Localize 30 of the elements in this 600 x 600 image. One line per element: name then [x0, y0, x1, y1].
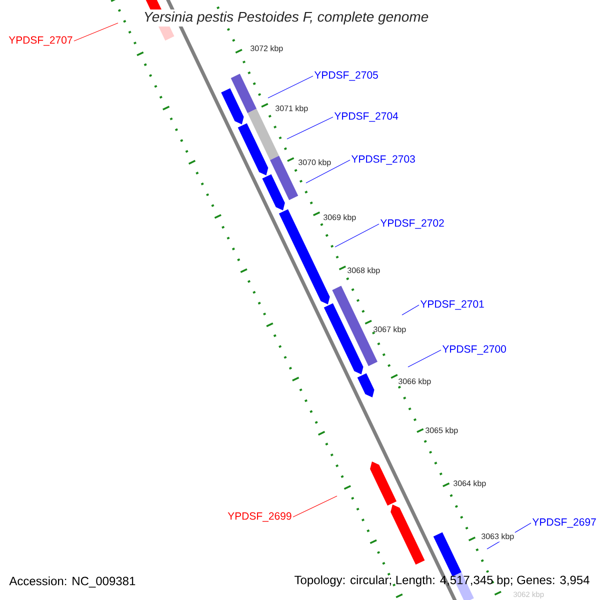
gene-label: YPDSF_2703 — [351, 155, 415, 165]
tick-label: 3070 kbp — [298, 159, 331, 167]
tick-label: 3065 kbp — [426, 427, 458, 435]
info-text: Topology: circular; Length: 4,517,345 bp; Genes: 3,954 — [294, 575, 590, 587]
tick-label: 3064 kbp — [454, 480, 486, 488]
tick-label: 3067 kbp — [374, 326, 406, 334]
gene-label: YPDSF_2701 — [420, 300, 484, 310]
leader-line — [74, 22, 118, 42]
gene-label: YPDSF_2705 — [314, 71, 378, 81]
tick-label: 3063 kbp — [480, 532, 516, 542]
leader-line — [334, 224, 380, 248]
gene-label: YPDSF_2707 — [8, 36, 72, 46]
leader-line — [306, 160, 350, 184]
tick-label: 3066 kbp — [398, 378, 431, 386]
gene-label: YPDSF_2704 — [334, 112, 398, 122]
title: Yersinia pestis Pestoides F, complete genome — [141, 9, 431, 27]
gene-label: YPDSF_2699 — [228, 512, 292, 522]
gene-label: YPDSF_2702 — [380, 219, 444, 229]
tick-label: 3072 kbp — [250, 45, 283, 53]
tick-label: 3068 kbp — [348, 267, 380, 275]
leader-line — [268, 76, 314, 98]
info-text: Accession: NC_009381 — [9, 576, 136, 588]
gene-label: YPDSF_2700 — [442, 345, 506, 355]
tick-label: 3071 kbp — [276, 105, 308, 113]
leader-line — [286, 116, 334, 140]
tick-label: 3069 kbp — [324, 214, 356, 222]
leader-line — [408, 350, 442, 368]
leader-line — [292, 496, 338, 518]
leader-line — [402, 304, 420, 316]
gene-label: YPDSF_2697 — [532, 518, 596, 528]
